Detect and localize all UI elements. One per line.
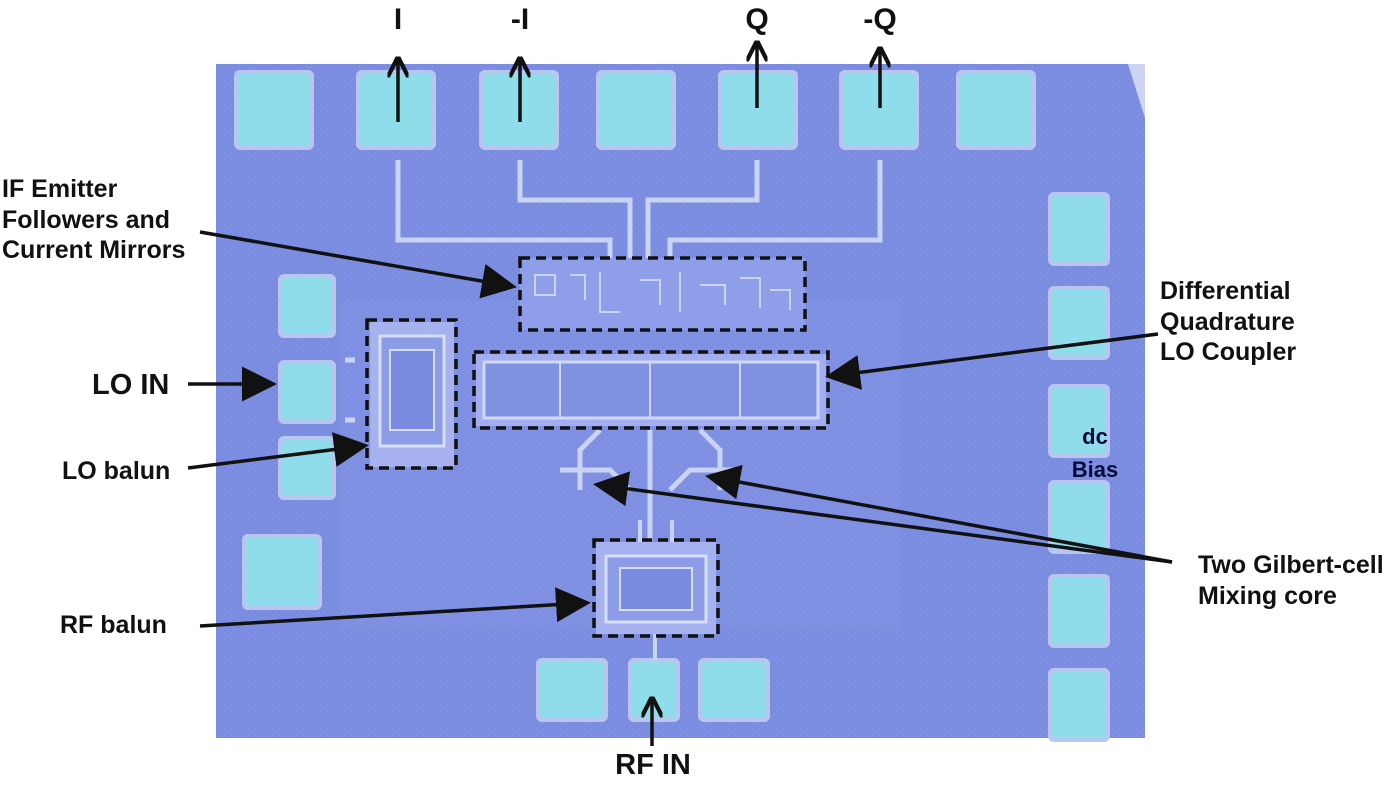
label-if-emitter-followers: IF Emitter Followers and Current Mirrors — [2, 175, 186, 264]
label-lo-coupler: Differential Quadrature LO Coupler — [1160, 277, 1297, 366]
pin-label-q-neg: -Q — [863, 3, 897, 36]
top-pad-2 — [360, 74, 432, 146]
left-pad-2 — [282, 364, 332, 420]
bottom-pad-1 — [540, 662, 604, 718]
pin-label-i-neg: -I — [510, 3, 530, 36]
top-pad-4 — [600, 74, 672, 146]
right-pad-6 — [1052, 672, 1106, 738]
label-rf-balun: RF balun — [60, 611, 167, 639]
label-lo-balun: LO balun — [62, 457, 171, 485]
left-bond-pads — [242, 274, 336, 610]
pin-label-q: Q — [745, 3, 769, 36]
pin-label-i: I — [393, 3, 403, 36]
right-pad-1 — [1052, 196, 1106, 262]
lo-balun-block — [370, 322, 454, 467]
rf-balun-block — [596, 520, 716, 660]
if-emitter-block — [520, 258, 805, 330]
label-gilbert-cell: Two Gilbert-cell Mixing core — [1198, 551, 1384, 610]
right-pad-5 — [1052, 578, 1106, 644]
lo-coupler-block — [476, 354, 826, 426]
top-pad-1 — [238, 74, 310, 146]
top-bond-pads — [234, 70, 1036, 150]
left-pad-1 — [282, 278, 332, 334]
pin-label-lo-in: LO IN — [92, 369, 170, 401]
right-pad-4 — [1052, 484, 1106, 550]
bottom-bond-pads — [536, 658, 770, 722]
annotation-arrows — [187, 44, 1173, 746]
bottom-pad-2 — [632, 662, 676, 718]
bottom-pad-3 — [702, 662, 766, 718]
right-bond-pads — [1048, 192, 1110, 742]
left-pad-4 — [246, 538, 318, 606]
top-pad-5 — [722, 74, 794, 146]
right-pad-2 — [1052, 290, 1106, 356]
right-pad-3 — [1052, 388, 1106, 454]
left-pad-3 — [282, 440, 332, 496]
dashed-outlines — [365, 256, 830, 638]
label-dc-bias: dc Bias — [1071, 424, 1119, 482]
top-pad-7 — [960, 74, 1032, 146]
top-pad-6 — [843, 74, 915, 146]
pin-label-rf-in: RF IN — [615, 749, 691, 781]
